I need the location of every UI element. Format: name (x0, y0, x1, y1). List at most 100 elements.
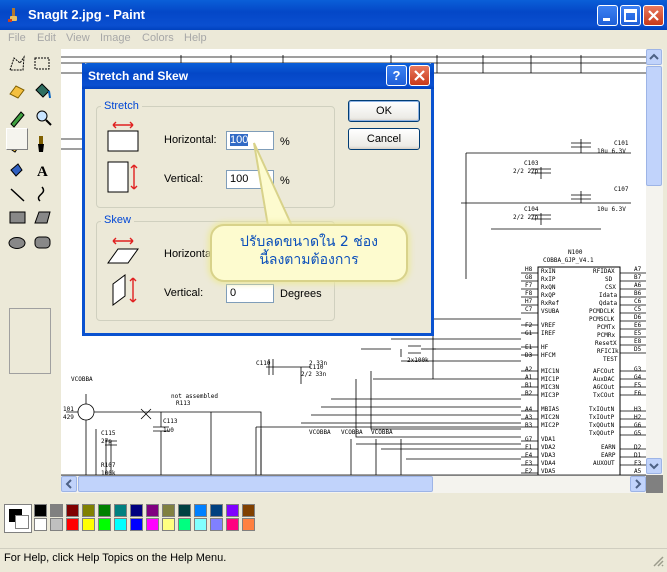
svg-text:F2: F2 (525, 322, 533, 329)
maximize-button[interactable] (620, 5, 641, 26)
annotation-callout: ปรับลดขนาดใน 2 ช่อง นี้ลงตามต้องการ (210, 224, 408, 282)
palette-swatch[interactable] (178, 504, 191, 517)
curve-icon (37, 186, 45, 202)
horizontal-scrollbar[interactable] (61, 476, 646, 493)
palette-swatch[interactable] (66, 504, 79, 517)
svg-text:HF: HF (541, 344, 549, 351)
palette-swatch[interactable] (210, 518, 223, 531)
svg-text:MIC3P: MIC3P (541, 392, 559, 399)
palette-swatch[interactable] (178, 518, 191, 531)
rect-select-icon (34, 57, 50, 70)
skew-vertical-label: Vertical: (164, 287, 204, 299)
svg-text:VDA4: VDA4 (541, 460, 556, 467)
svg-text:MIC1P: MIC1P (541, 376, 559, 383)
maximize-icon (624, 9, 637, 22)
stretch-vertical-unit: % (280, 175, 290, 187)
palette-swatch[interactable] (66, 518, 79, 531)
vertical-scroll-thumb[interactable] (646, 66, 662, 186)
svg-text:B7: B7 (634, 274, 642, 281)
tool-icons: A (8, 55, 52, 249)
palette-swatch[interactable] (226, 504, 239, 517)
color-palette (0, 497, 667, 545)
palette-swatch[interactable] (162, 504, 175, 517)
scroll-right-button[interactable] (630, 476, 646, 492)
vertical-scrollbar[interactable] (646, 49, 663, 475)
palette-swatch[interactable] (162, 518, 175, 531)
status-text: For Help, click Help Topics on the Help … (4, 552, 227, 564)
minimize-button[interactable] (597, 5, 618, 26)
menu-colors[interactable]: Colors (142, 32, 174, 44)
rounded-rect-icon (34, 236, 51, 249)
svg-text:D2: D2 (634, 444, 642, 451)
resize-grip-icon[interactable] (652, 555, 664, 567)
scroll-left-button[interactable] (61, 476, 77, 492)
svg-text:F7: F7 (525, 282, 533, 289)
palette-swatch[interactable] (98, 504, 111, 517)
svg-text:VDA2: VDA2 (541, 444, 556, 451)
menu-edit[interactable]: Edit (37, 32, 56, 44)
palette-swatch[interactable] (194, 504, 207, 517)
palette-swatch[interactable] (130, 504, 143, 517)
svg-text:RxQN: RxQN (541, 284, 556, 291)
palette-swatch[interactable] (146, 518, 159, 531)
svg-text:C110: C110 (256, 360, 271, 367)
callout-pointer (253, 142, 294, 227)
palette-swatch[interactable] (82, 504, 95, 517)
svg-text:MIC1N: MIC1N (541, 368, 559, 375)
svg-text:G6: G6 (634, 422, 642, 429)
window-title: SnagIt 2.jpg - Paint (28, 7, 146, 22)
palette-swatch[interactable] (34, 504, 47, 517)
svg-text:VREF: VREF (541, 322, 556, 329)
palette-swatch[interactable] (82, 518, 95, 531)
callout-text: ปรับลดขนาดใน 2 ช่อง นี้ลงตามต้องการ (212, 233, 406, 269)
title-bar[interactable]: SnagIt 2.jpg - Paint (0, 0, 667, 30)
svg-text:E4: E4 (525, 452, 533, 459)
airbrush-icon (10, 163, 23, 177)
palette-swatch[interactable] (98, 518, 111, 531)
svg-text:H8: H8 (525, 266, 533, 273)
skew-vertical-input[interactable]: 0 (226, 284, 274, 303)
palette-swatch[interactable] (194, 518, 207, 531)
ok-button[interactable]: OK (348, 100, 420, 122)
palette-swatch[interactable] (146, 504, 159, 517)
palette-swatch[interactable] (34, 518, 47, 531)
close-button[interactable] (643, 5, 664, 26)
arrow-left-icon (65, 479, 72, 489)
palette-swatch[interactable] (114, 504, 127, 517)
menu-view[interactable]: View (66, 32, 90, 44)
svg-text:PCMDCLK: PCMDCLK (589, 308, 615, 315)
palette-swatch[interactable] (130, 518, 143, 531)
menu-help[interactable]: Help (184, 32, 207, 44)
horizontal-scroll-thumb[interactable] (78, 476, 433, 492)
scroll-up-button[interactable] (646, 49, 662, 65)
palette-swatch[interactable] (226, 518, 239, 531)
dialog-title-bar[interactable]: Stretch and Skew ? (82, 63, 434, 89)
pencil-tool-selected[interactable] (6, 128, 28, 150)
palette-swatch[interactable] (242, 518, 255, 531)
svg-text:D3: D3 (525, 352, 533, 359)
palette-swatch[interactable] (50, 504, 63, 517)
minimize-icon (603, 18, 610, 21)
palette-swatch[interactable] (242, 504, 255, 517)
stretch-horizontal-input[interactable]: 100 (226, 131, 274, 150)
palette-swatch[interactable] (114, 518, 127, 531)
menu-image[interactable]: Image (100, 32, 131, 44)
svg-text:VCOBBA: VCOBBA (371, 429, 393, 436)
help-button[interactable]: ? (386, 65, 407, 86)
dialog-close-button[interactable] (409, 65, 430, 86)
svg-text:R113: R113 (176, 400, 191, 407)
cancel-button[interactable]: Cancel (348, 128, 420, 150)
svg-text:429: 429 (63, 414, 74, 421)
svg-text:TxCOut: TxCOut (593, 392, 615, 399)
eraser-icon (9, 85, 25, 99)
close-icon (414, 70, 425, 81)
arrow-right-icon (635, 479, 642, 489)
palette-swatch[interactable] (50, 518, 63, 531)
tool-options-panel[interactable] (9, 308, 51, 374)
scroll-down-button[interactable] (646, 458, 662, 474)
menu-file[interactable]: File (8, 32, 26, 44)
svg-text:VDA1: VDA1 (541, 436, 556, 443)
palette-swatch[interactable] (210, 504, 223, 517)
svg-text:EARN: EARN (601, 444, 616, 451)
background-color[interactable] (15, 515, 29, 529)
